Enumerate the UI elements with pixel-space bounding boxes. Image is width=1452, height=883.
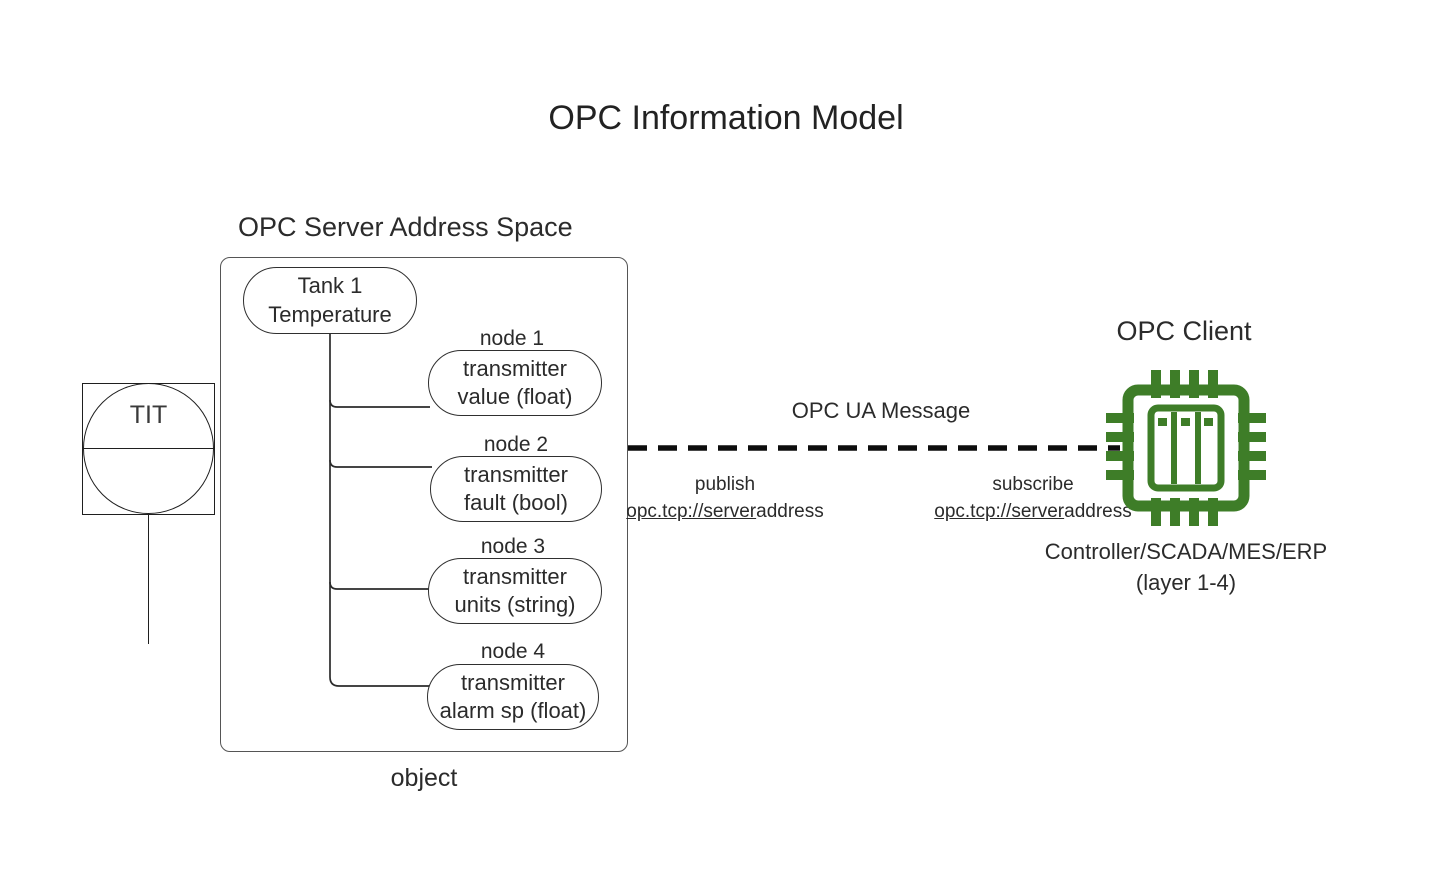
node-3-transmitter-units[interactable]: transmitter units (string) xyxy=(428,558,602,624)
server-address-space-label: OPC Server Address Space xyxy=(238,212,573,242)
node-line-1: Tank 1 xyxy=(297,273,363,299)
publish-endpoint: publish opc.tcp://serveraddress xyxy=(626,472,824,526)
page-title: OPC Information Model xyxy=(548,99,904,137)
publish-verb: publish xyxy=(694,474,756,495)
node-line-1: transmitter xyxy=(463,563,567,589)
node-1-transmitter-value[interactable]: transmitter value (float) xyxy=(428,350,602,416)
node-line-2: fault (bool) xyxy=(464,490,568,515)
subscribe-uri[interactable]: opc.tcp://serveraddress xyxy=(934,499,1132,526)
node-line-2: value (float) xyxy=(457,384,573,409)
opc-client-sub-label: Controller/SCADA/MES/ERP(layer 1-4) xyxy=(1044,539,1328,596)
object-label: object xyxy=(390,764,458,792)
server-address-space-box xyxy=(220,257,628,752)
tit-instrument-symbol: TIT xyxy=(82,383,215,515)
node-line-2: units (string) xyxy=(454,592,576,617)
node-1-caption: node 1 xyxy=(479,327,545,350)
publish-uri-scheme: opc.tcp://server xyxy=(626,500,757,522)
publish-uri[interactable]: opc.tcp://serveraddress xyxy=(626,499,824,526)
subscribe-uri-tail: address xyxy=(1064,500,1132,522)
subscribe-verb: subscribe xyxy=(992,474,1074,495)
tit-tag-label: TIT xyxy=(129,401,168,429)
opc-ua-message-dashed-line xyxy=(628,445,1120,451)
node-4-caption: node 4 xyxy=(480,640,546,663)
node-line-2: Temperature xyxy=(268,301,392,327)
node-4-transmitter-alarm-sp[interactable]: transmitter alarm sp (float) xyxy=(427,664,599,730)
tit-stem-line xyxy=(148,514,149,644)
subscribe-uri-scheme: opc.tcp://server xyxy=(934,500,1065,522)
publish-uri-tail: address xyxy=(756,500,824,522)
subscribe-endpoint: subscribe opc.tcp://serveraddress xyxy=(934,472,1132,526)
opc-client-label: OPC Client xyxy=(1116,316,1252,346)
node-tank-1-temperature[interactable]: Tank 1 Temperature xyxy=(243,267,417,334)
node-line-2: alarm sp (float) xyxy=(439,698,587,723)
node-line-1: transmitter xyxy=(464,461,568,487)
node-line-1: transmitter xyxy=(463,355,567,381)
tit-divider-line xyxy=(82,448,215,449)
cpu-chip-icon xyxy=(1106,370,1266,526)
node-2-transmitter-fault[interactable]: transmitter fault (bool) xyxy=(430,456,602,522)
node-2-caption: node 2 xyxy=(483,433,549,456)
node-line-1: transmitter xyxy=(461,669,565,695)
node-3-caption: node 3 xyxy=(480,535,546,558)
opc-ua-message-label: OPC UA Message xyxy=(791,398,971,423)
